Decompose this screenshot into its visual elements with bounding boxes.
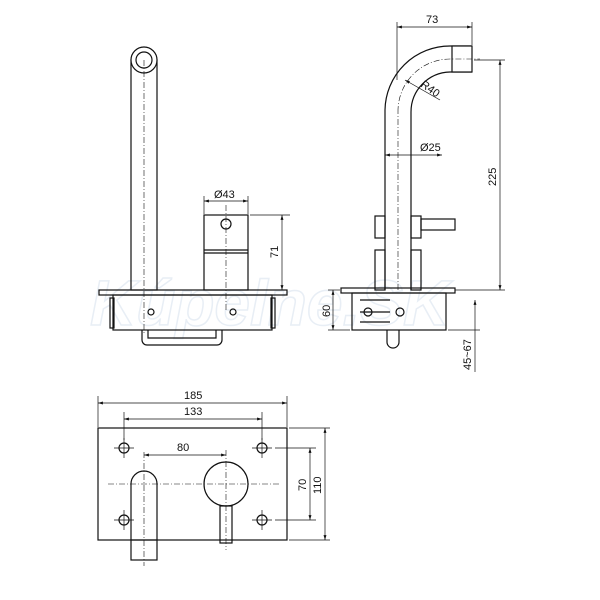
dim-80: 80: [177, 442, 189, 454]
dim-110: 110: [312, 476, 324, 494]
dim-71: 71: [269, 246, 281, 258]
dim-diameter-43: Ø43: [214, 189, 235, 201]
dim-70: 70: [297, 479, 309, 491]
front-view: Ø43 71: [98, 46, 290, 346]
mounting-holes: [114, 438, 272, 530]
dim-225: 225: [487, 168, 499, 186]
dim-73: 73: [426, 14, 438, 26]
plan-view: 185 133 80 70 110: [97, 390, 330, 566]
dim-45-67: 45~67: [462, 339, 474, 370]
dim-133: 133: [184, 406, 202, 418]
dim-r40: R40: [418, 79, 441, 100]
dim-60: 60: [321, 305, 333, 317]
dim-185: 185: [184, 390, 202, 402]
dim-diameter-25: Ø25: [420, 142, 441, 154]
